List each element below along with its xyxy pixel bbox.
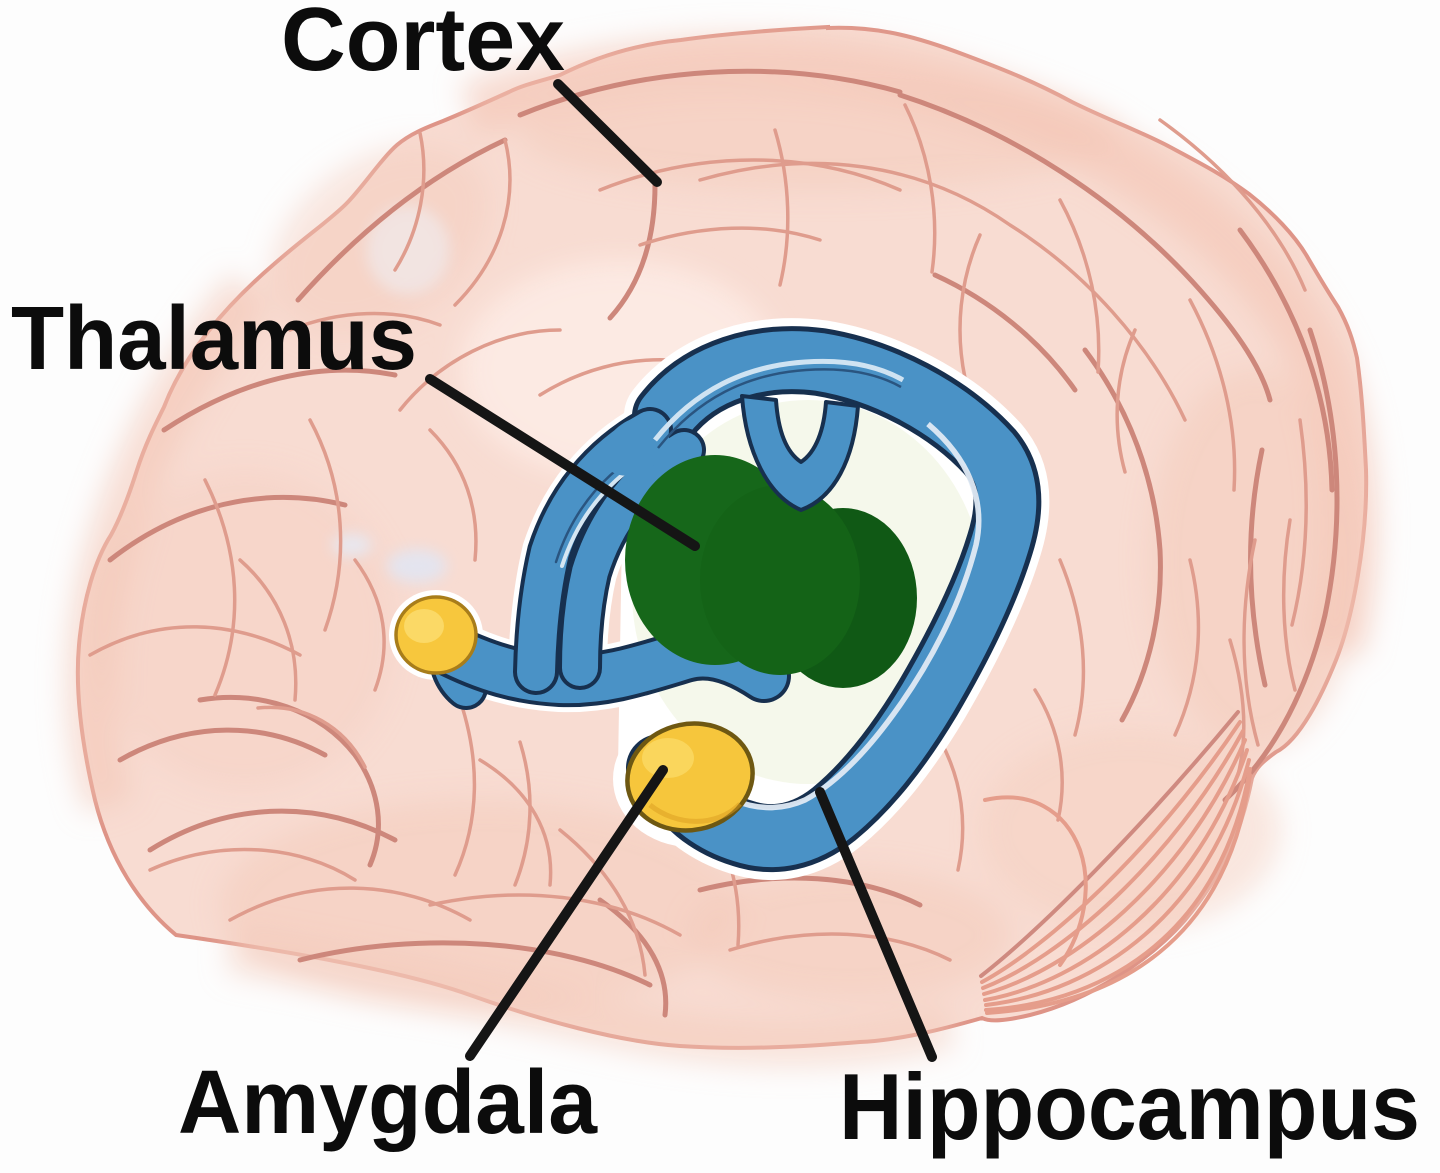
svg-text:Cortex: Cortex [281,0,565,90]
svg-text:Hippocampus: Hippocampus [839,1054,1420,1159]
svg-text:Amygdala: Amygdala [178,1053,598,1153]
svg-text:Thalamus: Thalamus [11,289,417,389]
